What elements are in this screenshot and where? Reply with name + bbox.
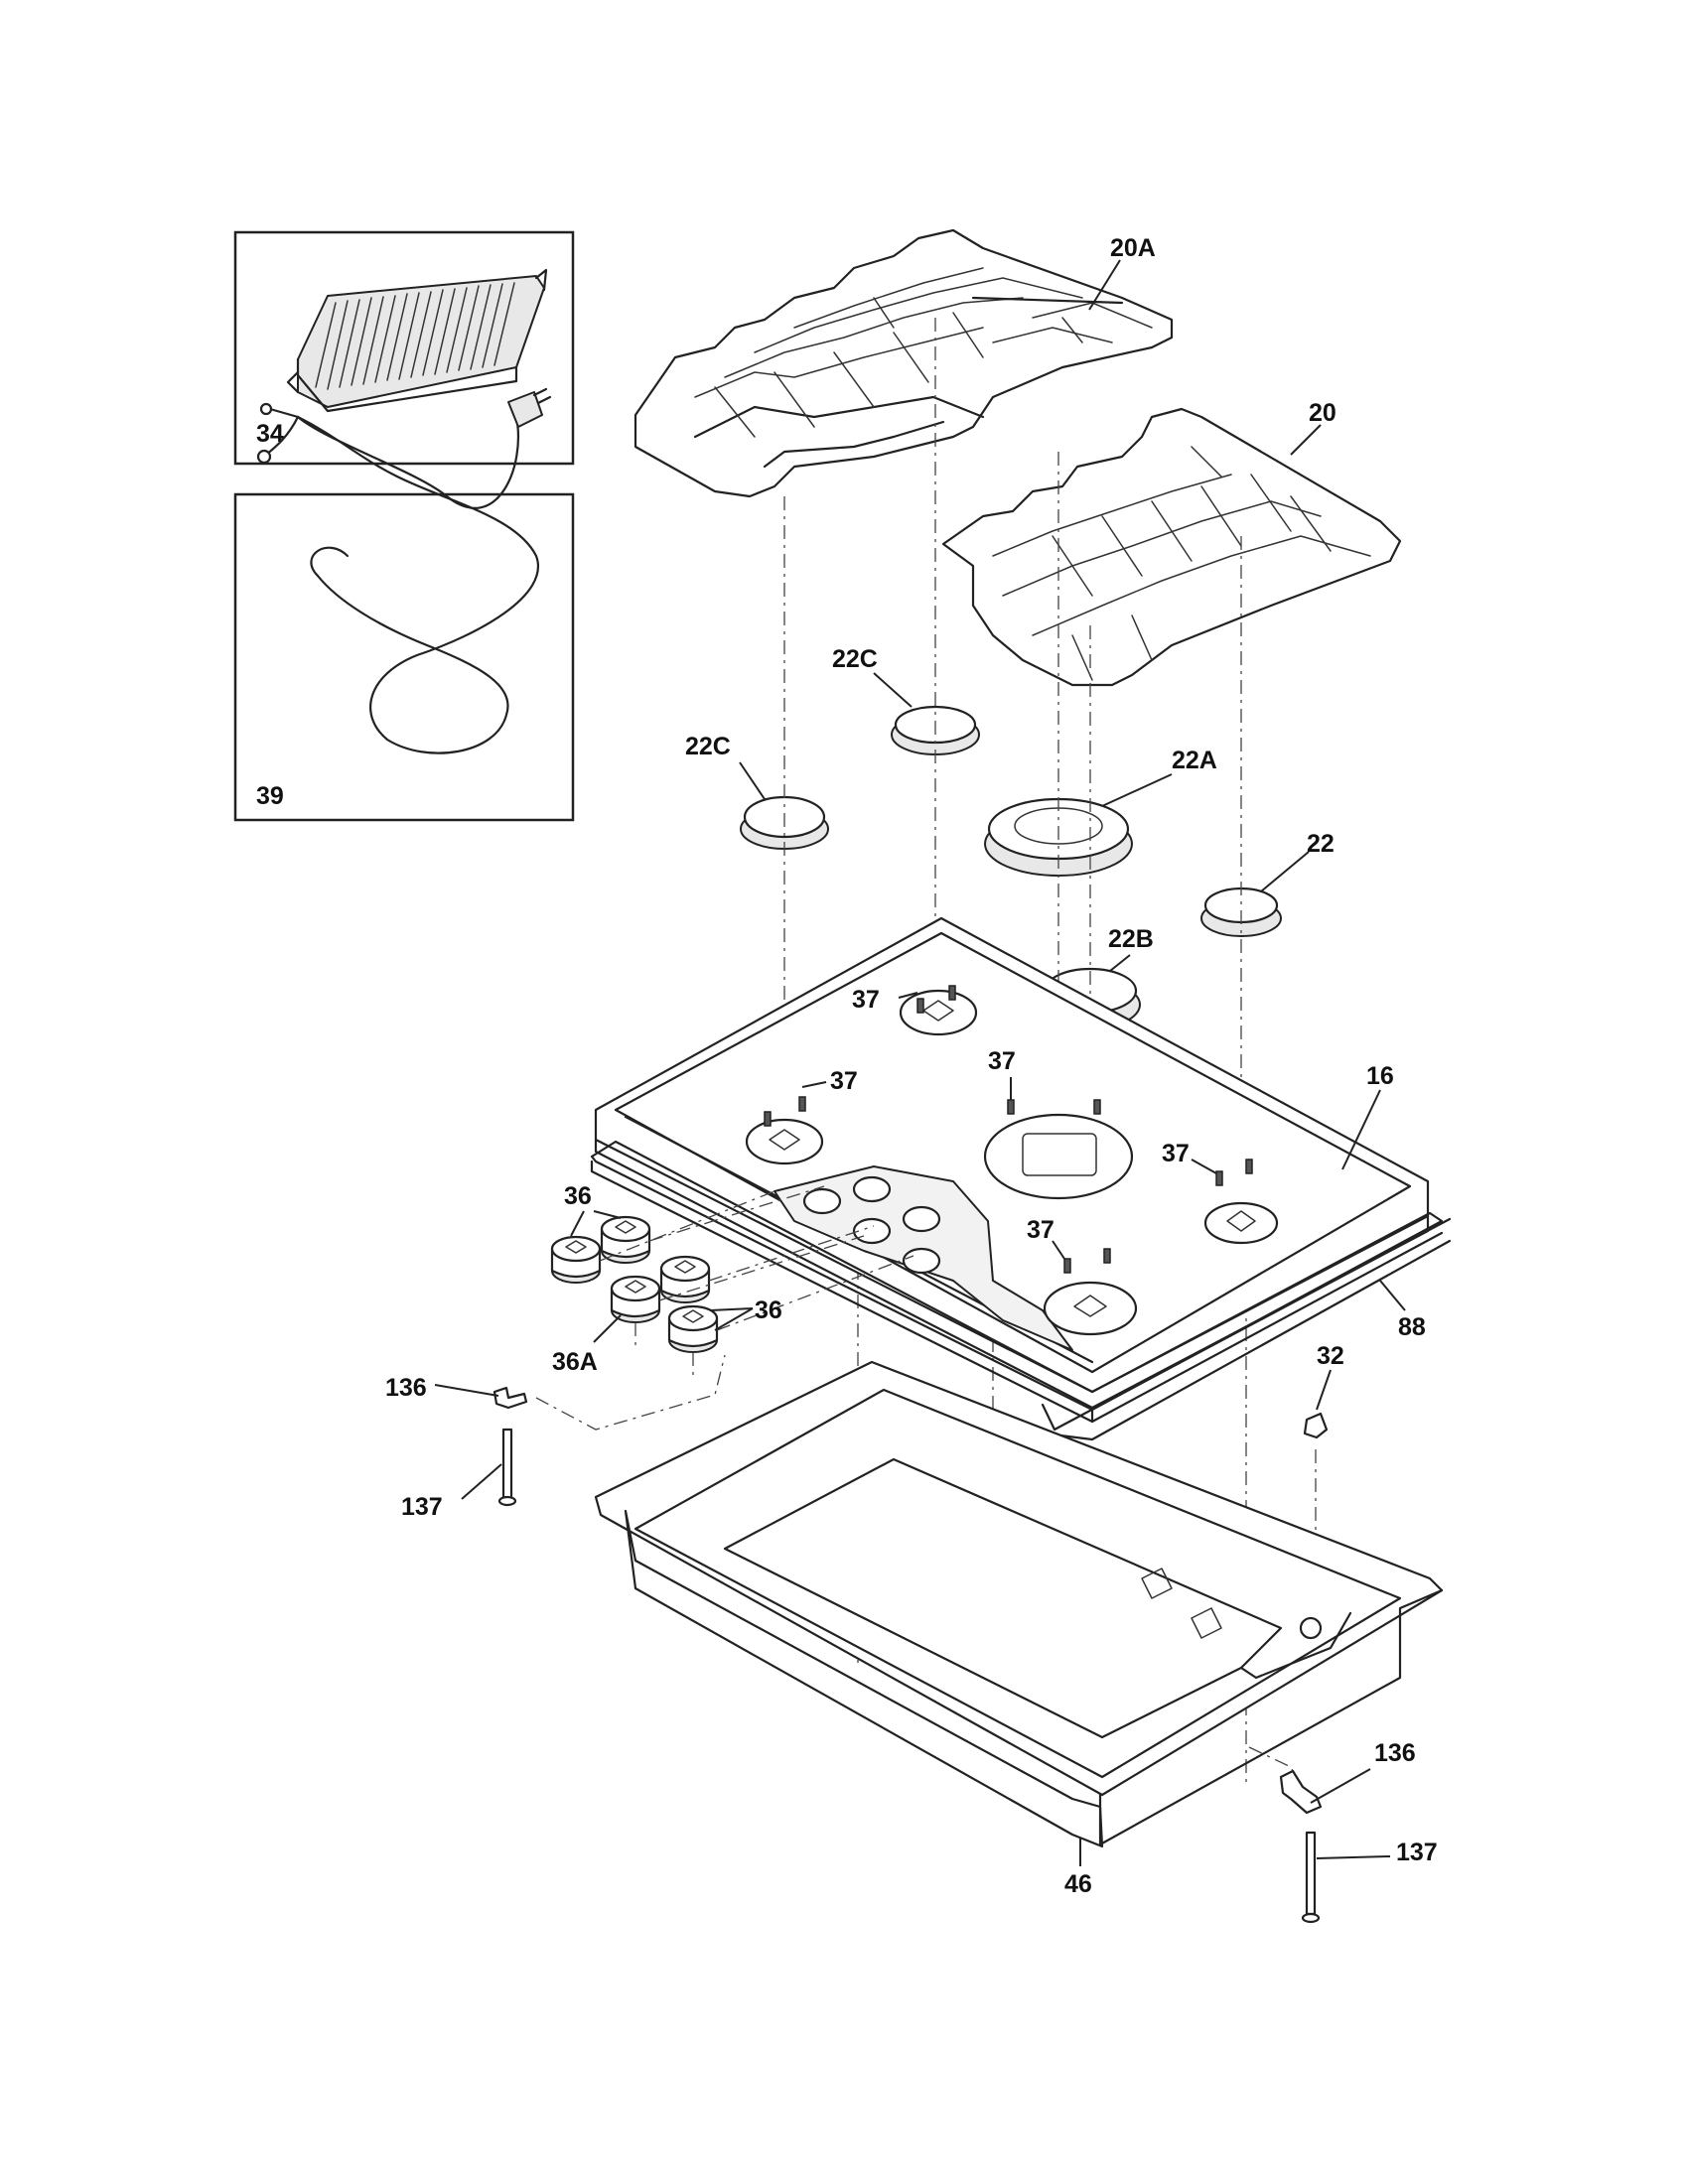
callout-20: 20 [1309,399,1336,427]
burner-cap-22c-right: 22C [832,645,980,755]
callout-20a: 20A [1110,234,1156,262]
callout-36-right: 36 [755,1297,782,1324]
callout-22c-right: 22C [832,645,878,673]
burner-cap-22a: 22A [984,747,1217,877]
callout-16: 16 [1366,1062,1394,1090]
burner-cap-22: 22 [1200,830,1335,937]
callout-136-left: 136 [385,1374,427,1402]
power-cord [256,387,552,754]
bracket-136-left: 136 [385,1374,528,1410]
knob [610,1275,661,1323]
callout-37-a: 37 [852,986,880,1014]
callout-37-e: 37 [1027,1216,1055,1244]
fitting-32: 32 [1303,1342,1344,1439]
callout-22: 22 [1307,830,1335,858]
callout-137-left: 137 [401,1493,443,1521]
callout-137-right: 137 [1396,1839,1438,1866]
grate-20a: 20A [633,228,1174,498]
inset-box-griddle: 34 [233,230,575,466]
callout-39: 39 [256,782,284,810]
knob [667,1304,719,1353]
callout-37-c: 37 [988,1047,1016,1075]
callout-88: 88 [1398,1313,1426,1341]
bottom-pan-46: 46 [594,1360,1444,1898]
knob [659,1255,711,1303]
callout-22a: 22A [1172,747,1217,774]
callout-36a: 36A [552,1348,598,1376]
callout-32: 32 [1317,1342,1344,1370]
gasket-88: 88 [590,1140,1452,1441]
callout-22b: 22B [1108,925,1154,953]
callout-37-d: 37 [1162,1140,1190,1167]
callout-22c-left: 22C [685,733,731,760]
callout-36-top: 36 [564,1182,592,1210]
bolt-137-right: 137 [1301,1831,1438,1924]
griddle-accessory [286,268,548,413]
main-top-16: 16 [594,916,1430,1410]
callout-37-b: 37 [830,1067,858,1095]
knob [550,1235,602,1284]
grate-20: 20 [941,399,1402,687]
bracket-136-right: 136 [1279,1739,1416,1815]
inset-box-power-cord: 39 [233,387,575,822]
bolt-137-left: 137 [401,1428,517,1521]
screws-37: 37 37 37 37 37 [764,985,1253,1274]
burner-cap-22c-left: 22C [685,733,829,850]
knobs: 36 36 36A [550,1182,914,1380]
knob [600,1215,651,1264]
callout-136-right: 136 [1374,1739,1416,1767]
callout-46: 46 [1064,1870,1092,1898]
